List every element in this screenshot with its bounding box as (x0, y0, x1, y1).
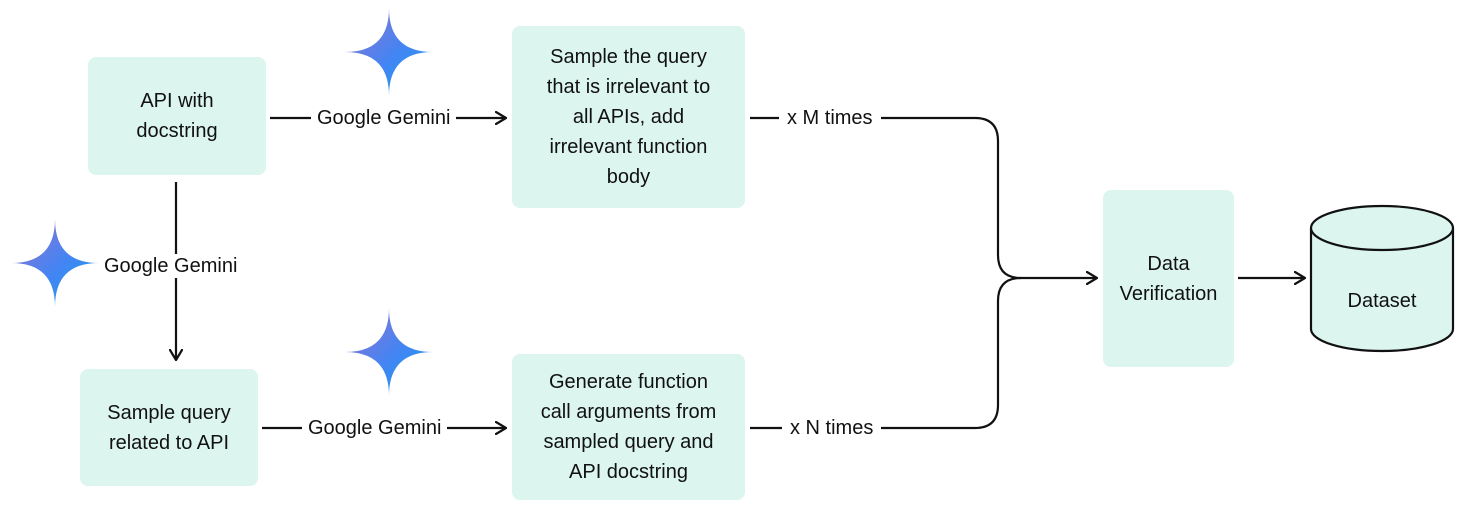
gemini-sparkle-icon (11, 219, 99, 307)
node-label: API with docstring (136, 90, 218, 142)
edge-irrelevant-to-merge (750, 116, 1022, 280)
edge-label-x-n-times: x N times (782, 416, 882, 440)
node-api-with-docstring: API with docstring (88, 57, 266, 175)
node-sample-irrelevant-query: Sample the query that is irrelevant to a… (512, 26, 745, 208)
node-dataset: Dataset (1311, 290, 1453, 316)
edge-label-gemini-top: Google Gemini (311, 106, 457, 130)
edge-label-gemini-bottom: Google Gemini (302, 416, 448, 440)
gemini-sparkle-icon (345, 308, 433, 396)
node-generate-arguments: Generate function call arguments from sa… (512, 354, 745, 500)
dataset-cylinder (1309, 204, 1455, 353)
node-label: Dataset (1347, 290, 1417, 312)
node-label: Data Verification (1119, 252, 1218, 305)
edge-label-x-m-times: x M times (779, 106, 881, 130)
gemini-sparkle-icon (345, 8, 433, 96)
edge-generate-to-merge (750, 276, 1022, 430)
node-label: Sample the query that is irrelevant to a… (546, 46, 711, 188)
node-label: Generate function call arguments from sa… (540, 371, 717, 483)
node-data-verification: Data Verification (1103, 190, 1234, 367)
node-label: Sample query related to API (107, 401, 231, 454)
node-sample-related-query: Sample query related to API (80, 369, 258, 486)
edge-label-gemini-left: Google Gemini (100, 254, 242, 278)
